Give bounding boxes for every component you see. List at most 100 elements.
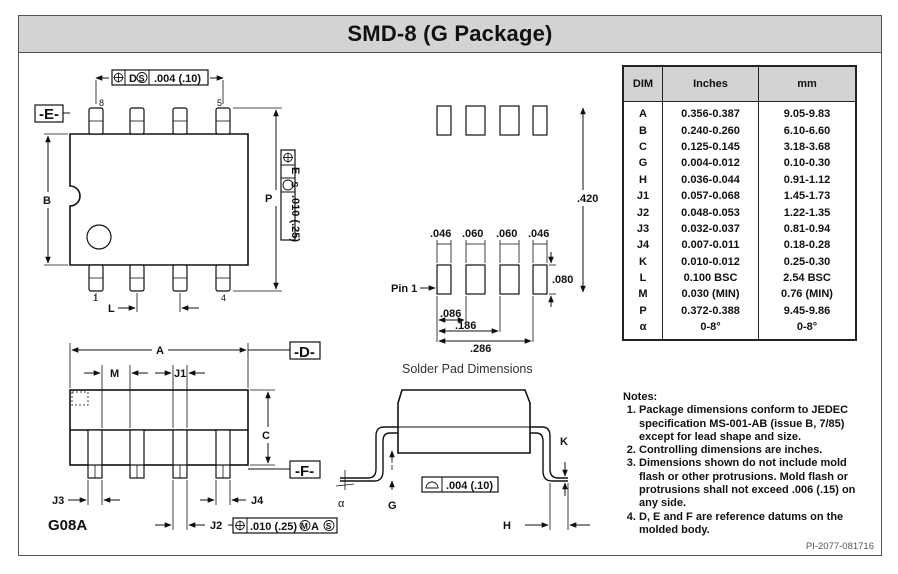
dim-m-label: M — [110, 368, 119, 380]
tol-bottom-a: A — [311, 521, 319, 533]
title-bar: SMD-8 (G Package) — [18, 15, 882, 53]
mm-cell: 6.10-6.60 — [758, 122, 857, 139]
tol-right-value: .010 (.25) — [289, 195, 301, 242]
mm-cell: 0.10-0.30 — [758, 155, 857, 172]
inches-cell: 0.356-0.387 — [662, 101, 759, 123]
top-view — [34, 75, 296, 312]
tol-bottom-m: M — [301, 521, 308, 531]
bottom-tolerance-frame: .010 (.25) M A S — [228, 517, 338, 534]
mm-cell: 0.81-0.94 — [758, 220, 857, 238]
dim-cell: G — [622, 155, 663, 172]
dim-046-b: .046 — [528, 228, 549, 240]
dim-j3-label: J3 — [52, 495, 64, 507]
inches-cell: 0.125-0.145 — [662, 138, 759, 156]
end-view-body — [397, 389, 531, 454]
end-view — [335, 389, 590, 530]
dim-cell: L — [622, 269, 663, 287]
dim-j4-label: J4 — [251, 495, 264, 507]
flatness-tolerance-frame: .004 (.10) — [421, 476, 499, 493]
pad-top-4 — [532, 105, 548, 136]
dim-b-label: B — [43, 195, 51, 207]
dim-086: .086 — [440, 308, 461, 320]
dim-g-label: G — [388, 500, 397, 512]
mm-cell: 0.18-0.28 — [758, 237, 857, 254]
dim-cell: A — [622, 101, 663, 123]
mm-cell: 3.18-3.68 — [758, 138, 857, 156]
dim-h-label: H — [503, 520, 511, 532]
dim-060-b: .060 — [496, 228, 517, 240]
dim-cell: J2 — [622, 204, 663, 221]
mm-cell: 1.22-1.35 — [758, 204, 857, 221]
dim-286: .286 — [470, 343, 491, 355]
dim-j1-label: J1 — [174, 368, 186, 380]
pad-top-2 — [465, 105, 486, 136]
inches-cell: 0.372-0.388 — [662, 302, 759, 320]
header-inches: Inches — [662, 65, 759, 102]
tol-bottom-s: S — [326, 521, 332, 531]
dim-a-label: A — [156, 345, 164, 357]
inches-cell: 0.004-0.012 — [662, 155, 759, 172]
tol-top-mod: S — [139, 74, 145, 84]
inches-cell: 0.100 BSC — [662, 269, 759, 287]
inches-cell: 0.240-0.260 — [662, 122, 759, 139]
dim-cell: J1 — [622, 187, 663, 205]
header-mm: mm — [758, 65, 857, 102]
pin-label-4: 4 — [221, 293, 226, 303]
header-dim: DIM — [622, 65, 663, 102]
mm-cell: 9.45-9.86 — [758, 302, 857, 320]
dim-c-label: C — [262, 430, 270, 442]
dim-186: .186 — [455, 320, 476, 332]
dim-cell: J4 — [622, 237, 663, 254]
pad-bottom-1 — [436, 264, 452, 295]
mm-cell: 0.76 (MIN) — [758, 286, 857, 303]
tol-bottom-value: .010 (.25) — [250, 521, 297, 533]
page-title: SMD-8 (G Package) — [347, 21, 553, 46]
inches-cell: 0.048-0.053 — [662, 204, 759, 221]
tol-top-datum: D — [129, 73, 137, 85]
tol-right-mod: S — [290, 182, 300, 188]
solder-pad-caption: Solder Pad Dimensions — [402, 362, 533, 376]
pad-top-1 — [436, 105, 452, 136]
pin-label-5: 5 — [217, 98, 222, 108]
pad-top-3 — [499, 105, 520, 136]
inches-cell: 0.010-0.012 — [662, 253, 759, 270]
side-view — [68, 341, 321, 530]
dim-046-a: .046 — [430, 228, 451, 240]
right-tolerance-frame: E S .010 (.25) — [282, 152, 301, 242]
drawing-number: PI-2077-081716 — [805, 541, 874, 552]
inches-cell: 0.032-0.037 — [662, 220, 759, 238]
alpha-label: α — [338, 498, 345, 510]
top-tolerance-frame: D S .004 (.10) — [111, 69, 209, 86]
mm-cell: 1.45-1.73 — [758, 187, 857, 205]
pad-bottom-4 — [532, 264, 548, 295]
solder-pad-view — [420, 105, 586, 344]
mm-cell: 0.91-1.12 — [758, 171, 857, 188]
dim-p-label: P — [265, 193, 272, 205]
tol-right-datum: E — [289, 167, 301, 174]
inches-cell: 0.007-0.011 — [662, 237, 759, 254]
dim-cell: K — [622, 253, 663, 270]
inches-cell: 0.036-0.044 — [662, 171, 759, 188]
pad-bottom-2 — [465, 264, 486, 295]
pin1-dot — [86, 224, 112, 250]
pin-label-8: 8 — [99, 98, 104, 108]
dim-cell: C — [622, 138, 663, 156]
mm-cell: 2.54 BSC — [758, 269, 857, 287]
note-item: Controlling dimensions are inches. — [639, 444, 873, 457]
dim-cell: B — [622, 122, 663, 139]
package-code: G08A — [48, 517, 87, 534]
mm-cell: 0.25-0.30 — [758, 253, 857, 270]
tol-top-value: .004 (.10) — [154, 73, 201, 85]
inches-cell: 0.030 (MIN) — [662, 286, 759, 303]
inches-cell: 0-8° — [662, 319, 759, 341]
